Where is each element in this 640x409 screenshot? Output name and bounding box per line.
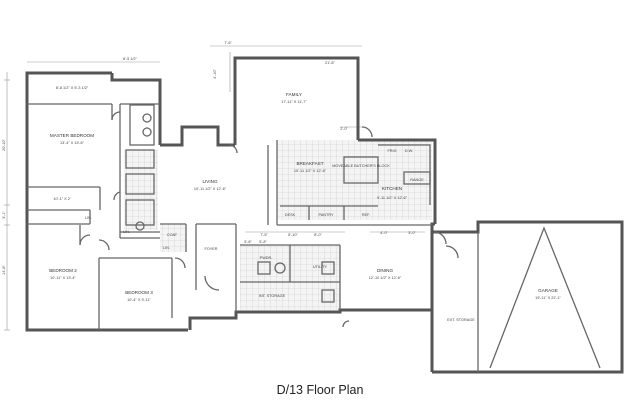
floor-plan: 8'-8 1/2" X 5'-3 1/2" MASTER BEDROOM 13'… [2,41,624,374]
kitchen-label: KITCHEN [382,186,402,191]
master-closet-label: 8'-8 1/2" X 5'-3 1/2" [56,86,89,90]
linen-label-3: LIN. [163,246,170,250]
linen-label-2: LIN. [123,230,130,234]
bedroom2-label: BEDROOM 2 [49,268,77,273]
dim-kitchen-step: 2'-0" [340,127,348,131]
int-storage-label: INT. STORAGE [259,294,286,298]
dim-garage-step1: 4'-0" [380,231,388,235]
ext-storage-label: EXT. STORAGE [447,318,475,322]
room-labels: 8'-8 1/2" X 5'-3 1/2" MASTER BEDROOM 13'… [49,86,561,322]
breakfast-dims: 10'-11 1/2" X 12'-6" [294,169,327,173]
family-label: FAMILY [286,92,302,97]
dim-left-lower: 14'-8" [2,265,6,275]
dw-label: D.W. [405,149,413,153]
desk-label: DESK [285,213,296,217]
family-dims: 17'-11" X 11'-7" [281,100,307,104]
breakfast-label: BREAKFAST [296,161,323,166]
garage-label: GARAGE [538,288,558,293]
dim-garage-step2: 3'-0" [408,231,416,235]
dim-left-mid: 3'-1" [2,211,6,219]
pantry-label: PANTRY [318,213,334,217]
bedroom3-dims: 10'-4" X 9'-11" [127,298,151,302]
interior-walls [27,103,601,372]
tiled-floors [124,140,432,310]
dimension-lines [4,45,425,331]
coat-label: COAT [167,233,178,237]
range-label: RANGE [410,178,424,182]
dining-label: DINING [377,268,394,273]
powder-label: PWDR. [260,256,273,260]
dim-top-closet: 8'-5 1/2" [123,57,138,61]
living-dims: 10'-11 1/2" X 12'-6" [194,187,227,191]
dim-top-left: 7'-6" [224,41,232,45]
dining-dims: 12'-10 1/2" X 12'-6" [369,276,402,280]
dim-pwdr: 5'-8" [244,240,252,244]
living-label: LIVING [202,179,217,184]
hall-closet-label: 10'-1" X 2' [53,197,70,201]
dim-hall2: 8'-0" [314,233,322,237]
plan-caption: D/13 Floor Plan [276,383,364,397]
dim-hall3: 5'-10" [288,233,298,237]
dimension-labels: 8'-5 1/2" 7'-6" 21'-8" 20'-10" 3'-1" 14'… [2,41,416,275]
linen-label-1: LIN. [85,216,92,220]
utility-label: UTILITY [313,265,328,269]
garage-dims: 19'-11" X 22'-1" [535,296,561,300]
dim-left-upper: 20'-10" [2,138,6,150]
ref-label: REF. [362,213,370,217]
bedroom3-label: BEDROOM 3 [125,290,153,295]
dim-hall1: 7'-5" [260,233,268,237]
frig-label: FRIG [387,149,396,153]
butcher-block-label: MOVEABLE BUTCHER'S BLOCK [332,164,390,168]
dim-bump: 4'-10" [213,69,217,79]
foyer-label: FOYER [204,247,217,251]
dim-hall4: 5'-8" [259,240,267,244]
master-bedroom-label: MASTER BEDROOM [50,133,94,138]
bedroom2-dims: 10'-11" X 13'-4" [50,276,76,280]
dim-top-family: 21'-8" [325,61,335,65]
kitchen-dims: 9'-11 1/2" X 12'-6" [377,196,408,200]
master-bedroom-dims: 13'-4" X 13'-6" [60,141,85,145]
